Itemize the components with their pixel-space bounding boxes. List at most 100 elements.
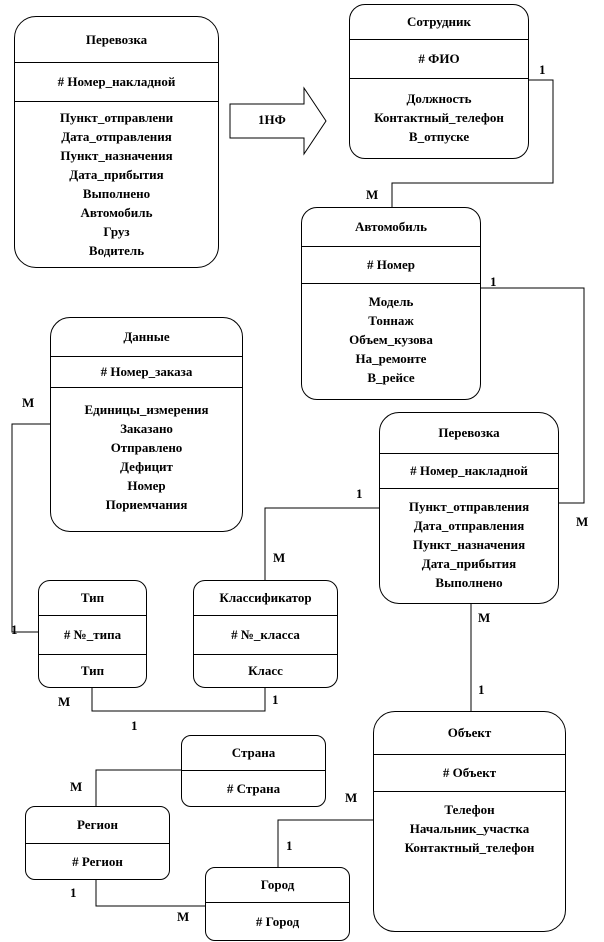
- entity-title: Перевозка: [85, 32, 148, 47]
- entity-title: Перевозка: [438, 425, 500, 440]
- attribute: Пункт_отправления: [408, 499, 530, 514]
- entity-attributes: Должность Контактный_телефон В_отпуске: [350, 79, 528, 146]
- entity-strana: Страна # Страна: [181, 735, 326, 807]
- cardinality-label: М: [576, 514, 589, 529]
- entity-key: # Объект: [374, 754, 565, 792]
- attribute: Дефицит: [120, 459, 173, 474]
- entity-tip: Тип # №_типа Тип: [38, 580, 147, 688]
- link-sotrudnik-avtomobil: [391, 79, 554, 207]
- attribute: Заказано: [120, 421, 173, 436]
- transform-label: 1НФ: [258, 112, 286, 127]
- entity-title: Данные: [123, 329, 170, 344]
- link-dannye-tip: [11, 423, 50, 633]
- attribute: Контактный_телефон: [374, 110, 504, 125]
- attribute: Выполнено: [435, 575, 503, 590]
- entity-title: Классификатор: [219, 590, 312, 605]
- link-perevozka-klassifikator: [264, 507, 380, 580]
- attribute: Тип: [80, 663, 105, 678]
- entity-title: Регион: [77, 817, 118, 832]
- attribute: В_рейсе: [367, 370, 415, 385]
- entity-key: # №_класса: [194, 615, 337, 655]
- attribute: Начальник_участка: [409, 821, 530, 836]
- entity-title: Автомобиль: [355, 219, 427, 234]
- attribute: Номер: [127, 478, 166, 493]
- link-avtomobil-perevozka: [480, 287, 585, 504]
- cardinality-label: 1: [131, 718, 138, 733]
- cardinality-label: 1: [490, 274, 497, 289]
- attribute: Контактный_телефон: [404, 840, 535, 855]
- cardinality-label: М: [366, 187, 379, 202]
- cardinality-label: М: [273, 550, 286, 565]
- entity-title: Сотрудник: [406, 14, 472, 29]
- cardinality-label: 1: [272, 692, 279, 707]
- entity-key: # Номер_накладной: [380, 453, 558, 489]
- cardinality-label: М: [70, 779, 83, 794]
- attribute: В_отпуске: [408, 129, 470, 144]
- cardinality-label: М: [58, 694, 71, 709]
- entity-key: # ФИО: [350, 39, 528, 79]
- attribute: Пункт_назначения: [60, 148, 173, 163]
- entity-gorod: Город # Город: [205, 867, 350, 941]
- attribute: Автомобиль: [80, 205, 153, 220]
- transform-arrow: [229, 86, 327, 156]
- entity-perevozka-source: Перевозка # Номер_накладной Пункт_отправ…: [14, 16, 219, 268]
- link-region-gorod: [95, 879, 206, 907]
- entity-attributes: Пункт_отправлени Дата_отправления Пункт_…: [15, 102, 218, 260]
- entity-avtomobil: Автомобиль # Номер Модель Тоннаж Объем_к…: [301, 207, 481, 400]
- cardinality-label: М: [177, 909, 190, 924]
- attribute: Объем_кузова: [349, 332, 433, 347]
- attribute: Пункт_отправлени: [59, 110, 174, 125]
- entity-attributes: Тип: [39, 655, 146, 680]
- entity-key: # №_типа: [39, 615, 146, 655]
- link-obekt-gorod: [277, 819, 374, 867]
- entity-attributes: Пункт_отправления Дата_отправления Пункт…: [380, 489, 558, 592]
- attribute: Класс: [248, 663, 283, 678]
- attribute: Должность: [406, 91, 472, 106]
- entity-region: Регион # Регион: [25, 806, 170, 880]
- cardinality-label: М: [22, 395, 35, 410]
- attribute: Единицы_измерения: [84, 402, 209, 417]
- entity-title: Город: [260, 877, 295, 892]
- entity-attributes: Единицы_измерения Заказано Отправлено Де…: [51, 388, 242, 514]
- entity-attributes: Телефон Начальник_участка Контактный_тел…: [374, 792, 565, 857]
- attribute: Выполнено: [82, 186, 151, 201]
- cardinality-label: 1: [286, 838, 293, 853]
- entity-key: # Страна: [182, 770, 325, 807]
- entity-attributes: Класс: [194, 655, 337, 680]
- attribute: Дата_отправления: [413, 518, 525, 533]
- attribute: Пункт_назначения: [412, 537, 526, 552]
- attribute: Дата_прибытия: [69, 167, 164, 182]
- attribute: Тоннаж: [368, 313, 414, 328]
- entity-obekt: Объект # Объект Телефон Начальник_участк…: [373, 711, 566, 932]
- attribute: Отправлено: [110, 440, 183, 455]
- attribute: Груз: [103, 224, 130, 239]
- attribute: Модель: [368, 294, 414, 309]
- cardinality-label: М: [478, 610, 491, 625]
- entity-title: Объект: [447, 725, 492, 740]
- entity-key: # Номер_накладной: [15, 62, 218, 102]
- entity-key: # Номер_заказа: [51, 356, 242, 388]
- cardinality-label: М: [345, 790, 358, 805]
- cardinality-label: 1: [356, 486, 363, 501]
- entity-perevozka: Перевозка # Номер_накладной Пункт_отправ…: [379, 412, 559, 604]
- link-tip-klassifikator: [91, 687, 266, 712]
- entity-attributes: Модель Тоннаж Объем_кузова На_ремонте В_…: [302, 284, 480, 387]
- cardinality-label: 1: [539, 62, 546, 77]
- entity-key: # Регион: [26, 843, 169, 880]
- entity-dannye: Данные # Номер_заказа Единицы_измерения …: [50, 317, 243, 532]
- entity-title: Тип: [80, 590, 105, 605]
- entity-klassifikator: Классификатор # №_класса Класс: [193, 580, 338, 688]
- entity-sotrudnik: Сотрудник # ФИО Должность Контактный_тел…: [349, 4, 529, 159]
- cardinality-label: 1: [11, 622, 18, 637]
- entity-title: Страна: [231, 745, 276, 760]
- cardinality-label: 1: [70, 885, 77, 900]
- entity-key: # Номер: [302, 246, 480, 284]
- attribute: Пориемчания: [105, 497, 188, 512]
- entity-key: # Город: [206, 902, 349, 941]
- attribute: Дата_отправления: [61, 129, 172, 144]
- attribute: На_ремонте: [355, 351, 427, 366]
- attribute: Водитель: [88, 243, 145, 258]
- attribute: Дата_прибытия: [421, 556, 517, 571]
- cardinality-label: 1: [478, 682, 485, 697]
